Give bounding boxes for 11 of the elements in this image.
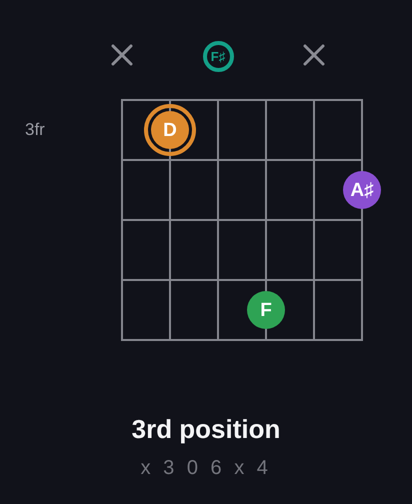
note-name: D — [163, 120, 177, 140]
note-name: F — [260, 300, 272, 320]
fret-number-label: 3fr — [25, 120, 45, 140]
root-note-dot — [144, 104, 196, 156]
open-string-marker — [202, 40, 234, 72]
note-name: F♯ — [210, 50, 226, 62]
note-name: A♯ — [350, 180, 374, 200]
chord-title: 3rd position — [132, 413, 280, 445]
fingering-caption: x 3 0 6 x 4 — [140, 456, 272, 481]
note-dot — [343, 171, 381, 209]
note-dot — [247, 291, 285, 329]
